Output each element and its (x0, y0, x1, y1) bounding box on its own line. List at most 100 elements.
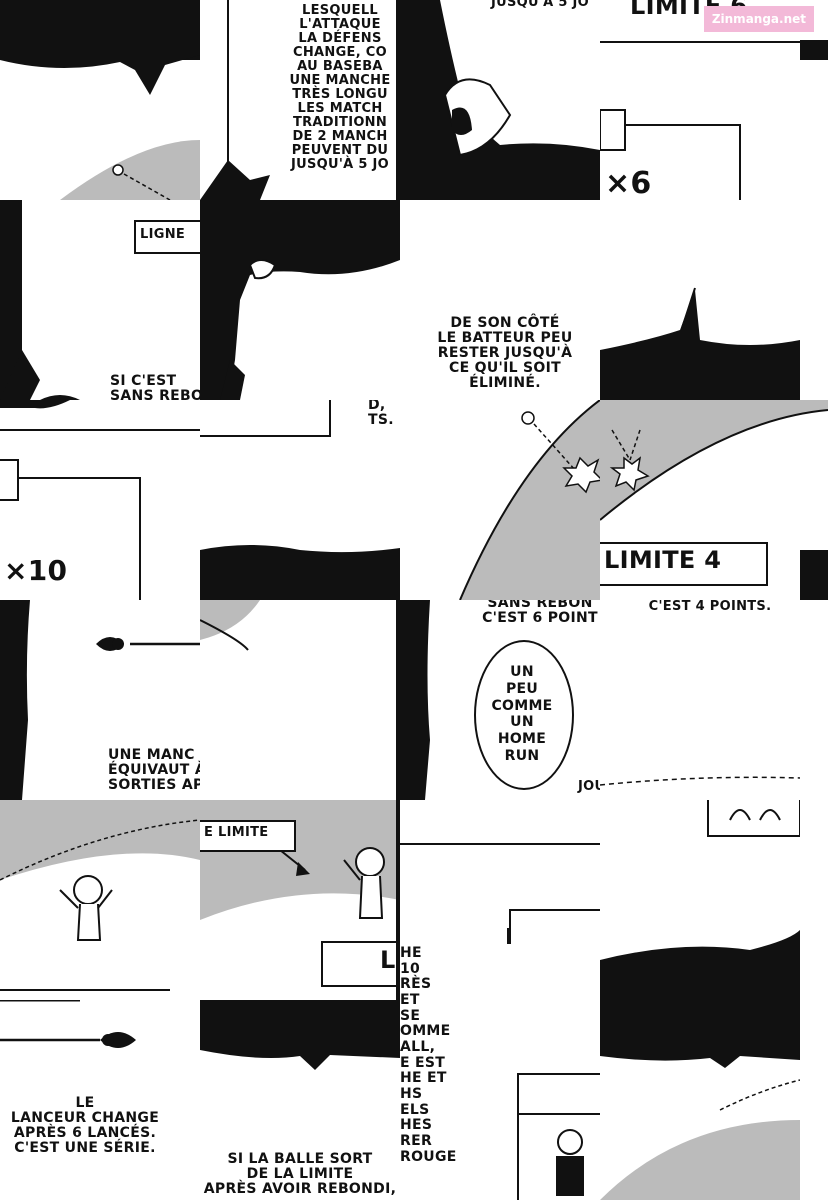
character-icon (343, 847, 385, 919)
text-line: CE QU'IL SOIT (449, 360, 561, 377)
text-line: ALL, (400, 1039, 436, 1056)
text-line: HES (400, 1117, 433, 1134)
text-line: APRÈS AVOIR REBONDI, (203, 1181, 397, 1198)
text-line: SANS REBON (110, 388, 200, 400)
text-line: CHANGE, CO (293, 45, 387, 61)
text-jusqua5: JUSQU'À 5 JO (491, 0, 589, 10)
tile-r4c4: C'EST 4 POINTS. (600, 600, 828, 800)
panel-art (600, 600, 828, 800)
tile-r5c4 (600, 800, 828, 1000)
label-box-limite (200, 820, 296, 852)
panel-art (0, 0, 200, 200)
text-line: E EST (400, 1054, 446, 1071)
impact-burst-icon (562, 456, 600, 494)
panel-art (200, 400, 400, 600)
text-line: UN (510, 664, 534, 680)
watermark: Zinmanga.net (703, 6, 814, 32)
text-line: PEUVENT DU (291, 143, 389, 159)
tile-r3c2: D, TS. (200, 400, 400, 600)
tile-r3c1: ×10 (0, 400, 200, 600)
text-line: ÉLIMINÉ. (469, 375, 541, 392)
tile-r6c2: SI LA BALLE SORT DE LA LIMITE APRÈS AVOI… (200, 1000, 400, 1200)
panel-art (459, 400, 600, 600)
label-ligne: LIGNE (140, 227, 186, 242)
panel-art (600, 1000, 828, 1200)
text-line: LA DÉFENS (298, 31, 382, 47)
text-line: SI LA BALLE SORT (227, 1151, 373, 1167)
text-line: ET (400, 992, 420, 1009)
label-limite-4: LIMITE 4 (604, 546, 722, 574)
text-jours: JOURS! (578, 779, 600, 794)
tile-r1c3: JUSQU'À 5 JO (400, 0, 600, 200)
tile-r2c3: DE SON CÔTÉ LE BATTEUR PEU RESTER JUSQU'… (400, 200, 600, 400)
text-line: SORTIES APR (108, 777, 200, 794)
text-si-cest: SI C'EST SANS REBON (110, 373, 200, 400)
text-line: 10 (400, 960, 421, 977)
text-line: HE ET (400, 1070, 447, 1087)
panel-art (600, 800, 828, 1000)
text-line: SANS REBON (487, 600, 593, 611)
panel-art (200, 1000, 400, 1070)
panel-art (400, 600, 430, 800)
label-l: L (380, 946, 396, 974)
text-lanceur: LE LANCEUR CHANGE APRÈS 6 LANCÉS. C'EST … (0, 1095, 170, 1156)
text-line: TRÈS LONGU (292, 87, 388, 103)
label-box-ligne (134, 220, 200, 254)
text-dts: D, TS. (368, 400, 394, 428)
text-line: RUN (504, 747, 540, 764)
text-line: ELS (400, 1101, 430, 1118)
tile-r4c3: SANS REBON C'EST 6 POINT UN PEU COMME UN… (400, 600, 600, 800)
panel-art (600, 200, 828, 400)
tile-r3c4: LIMITE 4 (600, 400, 828, 600)
panel-art (200, 0, 400, 200)
tile-r6c1: LE LANCEUR CHANGE APRÈS 6 LANCÉS. C'EST … (0, 1000, 200, 1200)
text-line: TRADITIONN (292, 115, 388, 131)
text-line: ROUGE (400, 1148, 457, 1165)
text-line: UNE MANCHE (289, 73, 391, 89)
text-line: SE (400, 1007, 421, 1024)
text-line: LES MATCH (297, 101, 383, 117)
text-si-la-balle: SI LA BALLE SORT DE LA LIMITE APRÈS AVOI… (200, 1151, 400, 1198)
multiplier-x6: ×6 (605, 166, 652, 200)
panel-art (600, 400, 828, 600)
text-sans-rebon: SANS REBON C'EST 6 POINT (480, 600, 600, 626)
tile-r1c2: LESQUELL L'ATTAQUE LA DÉFENS CHANGE, CO … (200, 0, 400, 200)
text-col3: HE 10 RÈS ET SE OMME ALL, E EST HE ET HS… (400, 945, 457, 1165)
tile-r2c2 (200, 200, 400, 400)
text-line: ÉQUIVAUT À (108, 762, 200, 779)
tile-r4c2 (200, 600, 400, 800)
panel-art (517, 1073, 600, 1200)
text-line: APRÈS 6 LANCÉS. (13, 1125, 157, 1142)
text-line: RÈS (400, 976, 432, 993)
text-line: UNE MANC (108, 747, 195, 763)
panel-art (0, 1000, 136, 1048)
impact-burst-icon (609, 456, 650, 492)
text-line: RER (400, 1133, 433, 1150)
tile-r5c1 (0, 800, 200, 1000)
tile-r6c4 (600, 1000, 828, 1200)
text-line: LE BATTEUR PEU (437, 330, 573, 347)
tile-r1c1 (0, 0, 200, 200)
text-line: SI C'EST (110, 373, 177, 389)
multiplier-x10: ×10 (4, 554, 68, 587)
text-line: RESTER JUSQU'À (437, 345, 573, 362)
tile-r2c4 (600, 200, 828, 400)
text-line: DE 2 MANCH (292, 129, 388, 145)
text-line: LE (75, 1095, 95, 1111)
text-line: OMME (400, 1023, 451, 1040)
text-line: HOME (497, 731, 547, 748)
text-line: C'EST 6 POINT (482, 610, 598, 627)
text-line: PEU (505, 680, 539, 697)
text-line: JUSQU'À 5 JO (291, 157, 389, 173)
panel-art (600, 40, 828, 200)
text-block: LESQUELL L'ATTAQUE LA DÉFENS CHANGE, CO … (280, 3, 400, 173)
panel-art (400, 0, 600, 200)
text-cest-4-points: C'EST 4 POINTS. (648, 600, 772, 614)
text-line: UN (510, 714, 534, 731)
tile-r2c1: LIGNE SI C'EST SANS REBON (0, 200, 200, 400)
panel-art (0, 200, 80, 400)
character-icon (556, 1129, 584, 1196)
panel-art (0, 600, 200, 800)
panel-art (0, 400, 200, 600)
text-line: LESQUELL (302, 3, 378, 18)
